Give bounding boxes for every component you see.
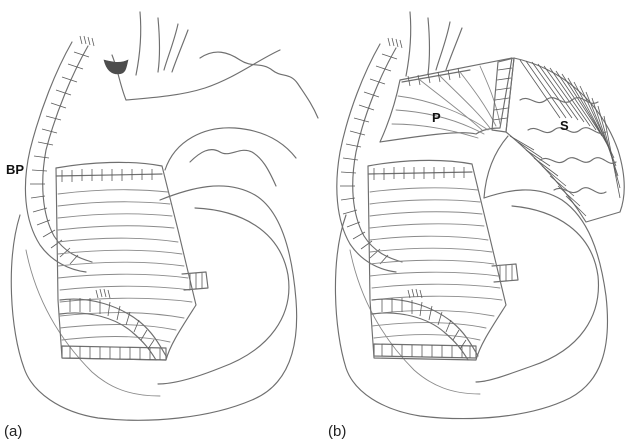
heart-inner-outline-a bbox=[26, 250, 160, 396]
lower-graft-suture-a bbox=[96, 289, 110, 298]
bypass-graft-inner-b bbox=[353, 48, 402, 262]
panel-a-caption: (a) bbox=[4, 423, 22, 440]
aortic-root-shading-a bbox=[104, 60, 128, 74]
label-bp: BP bbox=[6, 162, 24, 177]
side-stub-b bbox=[492, 264, 518, 282]
arch-inner-b bbox=[484, 136, 508, 198]
descending-aorta-wave-a bbox=[190, 150, 276, 186]
ventricle-edge-a bbox=[158, 208, 289, 384]
aortic-arch-branch-3-a bbox=[164, 24, 178, 70]
bypass-graft-outer-a bbox=[25, 42, 86, 272]
wrap-bottom-strip-b bbox=[374, 344, 476, 358]
aortic-arch-branch-2-a bbox=[158, 18, 160, 72]
side-stub-rings-b bbox=[500, 265, 512, 281]
panel-a-drawing: BP bbox=[6, 12, 318, 420]
wrap-horizontal-lines-a bbox=[58, 190, 192, 342]
graft-suture-top-a bbox=[80, 36, 94, 46]
arch-branch-1-b bbox=[406, 12, 411, 76]
descending-aorta-a bbox=[200, 52, 318, 118]
heart-outline-a bbox=[11, 186, 296, 420]
label-p: P bbox=[432, 110, 441, 125]
ventricle-edge-b bbox=[476, 206, 598, 382]
wrap-horizontal-lines-b bbox=[370, 188, 502, 340]
side-stub-a bbox=[182, 272, 208, 290]
arch-branch-2-b bbox=[428, 18, 430, 74]
label-s: S bbox=[560, 118, 569, 133]
arch-branch-3-b bbox=[436, 22, 450, 70]
panel-b-drawing: P S bbox=[335, 12, 624, 419]
graft-s-wave-3-b bbox=[540, 158, 616, 164]
aorta-a bbox=[112, 50, 280, 100]
descending-aorta-inner-a bbox=[165, 128, 296, 170]
arch-branch-4-b bbox=[446, 28, 462, 70]
panel-b-caption: (b) bbox=[328, 423, 346, 440]
graft-s-wave-4-b bbox=[554, 188, 606, 194]
bypass-graft-rings-a bbox=[30, 52, 89, 264]
aortic-arch-branch-1-a bbox=[136, 12, 141, 75]
graft-suture-top-b bbox=[388, 38, 402, 48]
graft-s-outline-b bbox=[506, 58, 624, 222]
